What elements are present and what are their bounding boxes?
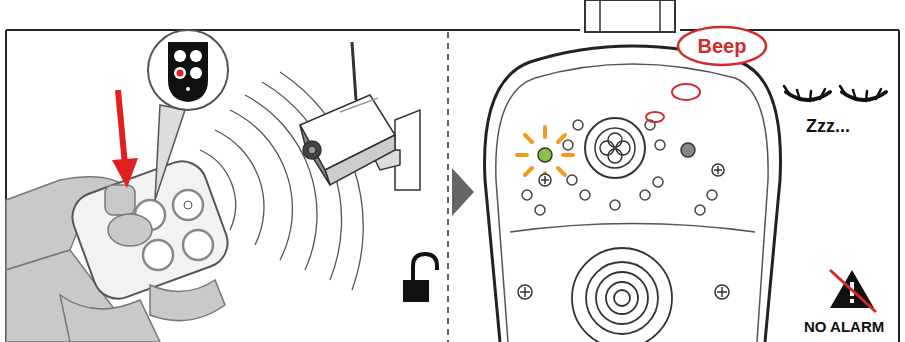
unlock-icon (403, 254, 437, 302)
camera-front (485, 0, 781, 342)
no-alarm-icon (830, 270, 876, 312)
next-arrow (452, 168, 474, 216)
callout-text: Beep (698, 35, 747, 58)
frame (6, 30, 899, 342)
press-arrow (112, 90, 138, 188)
divider (447, 32, 449, 342)
eyelashes (784, 86, 881, 101)
remote-control (60, 154, 235, 342)
beep-bubble: Beep (676, 25, 768, 67)
closed-eyes (786, 92, 886, 100)
snore-text: Zzz... (806, 116, 850, 137)
camera (300, 42, 420, 190)
button-callout (148, 30, 228, 200)
status-text: NO ALARM (804, 318, 884, 335)
